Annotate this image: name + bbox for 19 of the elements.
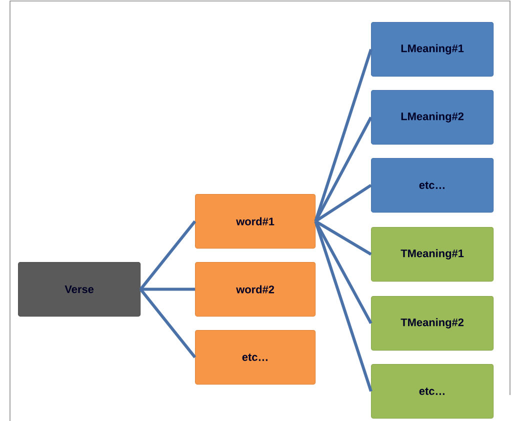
word-box: word#2 xyxy=(195,262,316,317)
word-box: etc… xyxy=(195,330,316,385)
meaning-box: LMeaning#1 xyxy=(371,22,494,77)
root-box: Verse xyxy=(18,262,141,317)
connector-line xyxy=(314,220,372,324)
meaning-box: TMeaning#2 xyxy=(371,296,494,351)
connector-line xyxy=(314,184,372,223)
connector-line xyxy=(140,288,195,291)
connector-line xyxy=(139,288,196,358)
word-box: word#1 xyxy=(195,194,316,249)
connector-line xyxy=(314,116,372,222)
connector-line xyxy=(314,220,372,392)
meaning-box: etc… xyxy=(371,364,494,419)
meaning-box: LMeaning#2 xyxy=(371,90,494,145)
connector-line xyxy=(314,220,372,256)
meaning-box: TMeaning#1 xyxy=(371,227,494,282)
connector-line xyxy=(139,220,196,290)
connector-line xyxy=(314,48,372,222)
meaning-box: etc… xyxy=(371,158,494,213)
